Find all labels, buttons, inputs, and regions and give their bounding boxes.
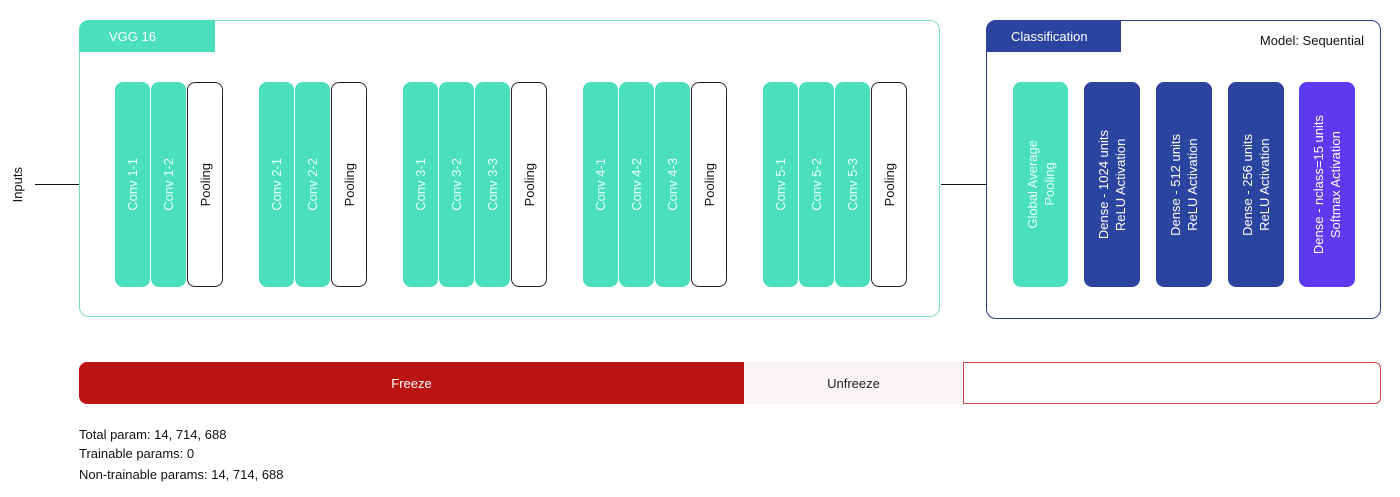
conv-layer: Conv 2-1 [259, 82, 294, 287]
non-trainable-params: Non-trainable params: 14, 714, 688 [79, 467, 284, 482]
conv-layer-label: Conv 1-1 [125, 158, 140, 211]
conv-layer-label: Conv 5-1 [773, 158, 788, 211]
conv-layer: Conv 4-1 [583, 82, 618, 287]
conv-layer-label: Conv 4-1 [593, 158, 608, 211]
layer-label: Dense - 512 units ReLU Activation [1168, 133, 1200, 236]
conv-layer-label: Conv 4-3 [665, 158, 680, 211]
pooling-layer-label: Pooling [197, 162, 213, 207]
conv-layer: Conv 5-1 [763, 82, 798, 287]
classification-panel [986, 20, 1381, 319]
dense-layer: Dense - 256 units ReLU Activation [1228, 82, 1284, 287]
pooling-layer: Pooling [871, 82, 907, 287]
model-type-label: Model: Sequential [1259, 33, 1364, 48]
conv-layer: Conv 4-2 [619, 82, 654, 287]
unfreeze-segment: Unfreeze [744, 362, 963, 404]
conv-layer-label: Conv 5-3 [845, 158, 860, 211]
pooling-layer-label: Pooling [701, 162, 717, 207]
dense-layer: Dense - nclass=15 units Softmax Activati… [1299, 82, 1355, 287]
total-params: Total param: 14, 714, 688 [79, 427, 227, 442]
trainable-params: Trainable params: 0 [79, 446, 195, 461]
layer-label: Global Average Pooling [1024, 140, 1057, 229]
conv-layer-label: Conv 4-2 [629, 158, 644, 211]
layer-label: Dense - nclass=15 units Softmax Activati… [1311, 114, 1343, 255]
pooling-layer: Pooling [511, 82, 547, 287]
dense-layer: Dense - 512 units ReLU Activation [1156, 82, 1212, 287]
conv-layer: Conv 1-1 [115, 82, 150, 287]
conv-layer: Conv 5-2 [799, 82, 834, 287]
pooling-layer: Pooling [331, 82, 367, 287]
layer-label: Dense - 256 units ReLU Activation [1240, 133, 1272, 236]
pooling-layer-label: Pooling [341, 162, 357, 207]
global-average-pooling-layer: Global Average Pooling [1013, 82, 1068, 287]
dense-layer: Dense - 1024 units ReLU Activation [1084, 82, 1140, 287]
conv-layer-label: Conv 3-3 [485, 158, 500, 211]
conv-layer: Conv 4-3 [655, 82, 690, 287]
conv-layer-label: Conv 2-2 [305, 158, 320, 211]
conv-layer: Conv 1-2 [151, 82, 186, 287]
conv-layer-label: Conv 3-1 [413, 158, 428, 211]
vgg16-panel [79, 20, 940, 317]
conv-layer: Conv 3-1 [403, 82, 438, 287]
classification-title: Classification [986, 20, 1121, 52]
conv-layer-label: Conv 5-2 [809, 158, 824, 211]
conv-layer-label: Conv 1-2 [161, 158, 176, 211]
pooling-layer-label: Pooling [521, 162, 537, 207]
pooling-layer-label: Pooling [881, 162, 897, 207]
trainable-segment [963, 362, 1381, 404]
input-connector-line [35, 184, 79, 186]
conv-layer: Conv 3-3 [475, 82, 510, 287]
conv-layer: Conv 3-2 [439, 82, 474, 287]
conv-layer-label: Conv 2-1 [269, 158, 284, 211]
pooling-layer: Pooling [691, 82, 727, 287]
inputs-label: Inputs [9, 167, 25, 203]
conv-layer-label: Conv 3-2 [449, 158, 464, 211]
layer-label: Dense - 1024 units ReLU Activation [1096, 129, 1128, 240]
conv-layer: Conv 2-2 [295, 82, 330, 287]
vgg16-title: VGG 16 [79, 20, 215, 52]
conv-layer: Conv 5-3 [835, 82, 870, 287]
freeze-segment: Freeze [79, 362, 744, 404]
pooling-layer: Pooling [187, 82, 223, 287]
vgg-to-classification-line [941, 184, 986, 186]
